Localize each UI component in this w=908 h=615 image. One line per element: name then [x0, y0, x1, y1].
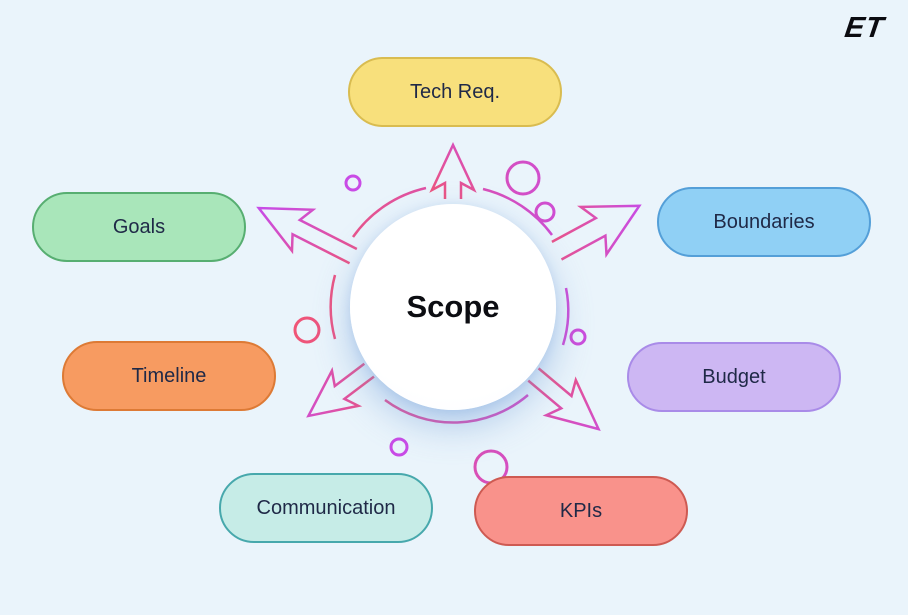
node-budget: Budget — [627, 342, 841, 412]
node-label: Tech Req. — [409, 80, 501, 103]
node-communication: Communication — [219, 473, 433, 543]
arc-upper-right — [482, 187, 554, 236]
bubble-icon — [293, 316, 321, 344]
arc-bottom — [384, 394, 529, 424]
center-node-label: Scope — [406, 289, 500, 324]
node-label: Boundaries — [713, 210, 815, 233]
node-label: Timeline — [131, 364, 207, 387]
bubble-icon — [505, 160, 541, 196]
bubble-icon — [344, 174, 362, 192]
bubble-icon — [534, 201, 556, 223]
node-kpis: KPIs — [474, 476, 688, 546]
decor-bubbles — [293, 160, 587, 485]
node-goals: Goals — [32, 192, 246, 262]
node-boundaries: Boundaries — [657, 187, 871, 257]
node-label: KPIs — [559, 499, 603, 522]
arrow-lower-right-icon — [527, 367, 601, 432]
node-label: Communication — [256, 496, 396, 519]
node-tech-req: Tech Req. — [348, 57, 562, 127]
node-label: Goals — [112, 215, 166, 238]
et-logo: ET — [842, 12, 887, 44]
arc-right — [561, 287, 570, 346]
arrow-lower-left-icon — [306, 362, 375, 418]
arc-left — [329, 274, 337, 340]
arc-upper-left — [351, 186, 427, 238]
arrow-upper-right-icon — [551, 204, 642, 261]
center-node-scope: Scope — [350, 204, 556, 410]
bubble-icon — [569, 328, 587, 346]
arrow-up-icon — [429, 142, 477, 199]
ring-arcs — [329, 186, 570, 424]
arrow-upper-left-icon — [256, 206, 358, 265]
radiating-arrows — [256, 142, 642, 432]
bubble-icon — [389, 437, 409, 457]
node-label: Budget — [702, 365, 766, 388]
node-timeline: Timeline — [62, 341, 276, 411]
